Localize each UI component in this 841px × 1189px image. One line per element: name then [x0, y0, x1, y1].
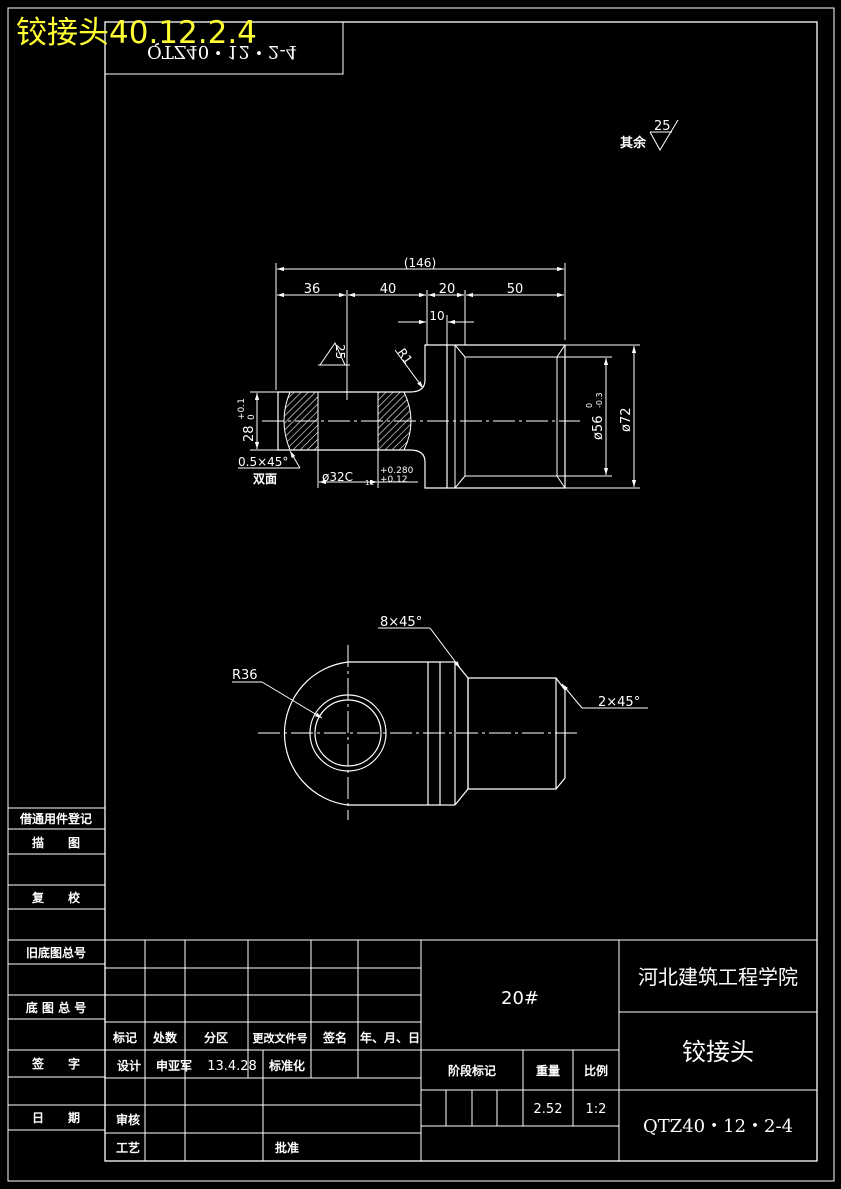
chamfer-05: 0.5×45°: [238, 455, 288, 469]
top-view: [232, 627, 648, 820]
lc-row5: 底 图 总 号: [26, 1000, 87, 1015]
review-label: 审核: [116, 1112, 140, 1127]
rough-25: 25: [333, 344, 347, 359]
chamfer-8: 8×45°: [380, 615, 422, 630]
material: 20#: [501, 988, 539, 1009]
hdr-docno: 更改文件号: [253, 1031, 308, 1045]
scale-label: 比例: [584, 1063, 608, 1078]
lc-row2: 描 图: [32, 835, 80, 850]
hdr-sign: 签名: [322, 1030, 347, 1045]
dim-20: 20: [439, 282, 456, 297]
dia-72: ø72: [619, 408, 634, 433]
weight-label: 重量: [536, 1063, 560, 1078]
roughness-label: 其余: [620, 135, 647, 151]
tol-28-lower: 0: [247, 414, 257, 420]
radius-r1: R1: [395, 346, 416, 367]
process-label: 工艺: [116, 1140, 140, 1155]
design-label: 设计: [117, 1058, 141, 1073]
mirrored-code-box: QTZ40・12・2-4: [104, 21, 344, 75]
tol-28-upper: +0.1: [237, 398, 247, 420]
front-view: [238, 263, 640, 489]
left-column-table: [8, 807, 105, 1131]
lc-row7: 日 期: [32, 1110, 80, 1125]
lc-row4: 旧底图总号: [26, 945, 86, 960]
title-block-labels: 标记 处数 分区 更改文件号 签名 年、月、日 设计 申亚军 13.4.28 标…: [112, 965, 798, 1155]
hdr-mark: 标记: [112, 1030, 137, 1045]
dim-40: 40: [380, 282, 397, 297]
bore-tol-upper: +0.280: [380, 466, 414, 476]
stage-label: 阶段标记: [448, 1063, 496, 1078]
sheet-border: [7, 7, 835, 1182]
chamfer-note: 双面: [253, 472, 277, 486]
left-column-labels: 借通用件登记 描 图 复 校 旧底图总号 底 图 总 号 签 字 日 期: [19, 811, 92, 1125]
part-name: 铰接头: [682, 1038, 754, 1066]
roughness-note: 其余 25: [620, 119, 679, 151]
bore-tol-lower: +0.12: [380, 475, 408, 485]
school-name: 河北建筑工程学院: [638, 965, 798, 989]
dia-56-tol-upper: 0: [585, 403, 594, 408]
dia-56-tol-lower: -0.3: [595, 392, 604, 408]
standard-label: 标准化: [268, 1058, 305, 1073]
radius-r36: R36: [232, 668, 258, 683]
hdr-zone: 分区: [204, 1030, 228, 1045]
bore-dim: ø32C: [322, 470, 353, 484]
bore-fit: 11: [365, 479, 374, 487]
dia-56: ø56: [591, 416, 606, 441]
overlay-title: 铰接头40.12.2.4: [16, 15, 257, 51]
dim-10: 10: [429, 309, 444, 323]
title-block-grid: [105, 939, 817, 1161]
dim-36: 36: [304, 282, 321, 297]
dim-50: 50: [507, 282, 524, 297]
designer-name: 申亚军: [156, 1058, 192, 1073]
dim-total: (146): [404, 256, 436, 270]
scale-value: 1:2: [586, 1102, 607, 1117]
lc-row6: 签 字: [31, 1056, 80, 1071]
design-date: 13.4.28: [207, 1059, 257, 1074]
hdr-count: 处数: [152, 1030, 178, 1045]
front-view-labels: (146) 36 40 20 50 10 R1 25 28 +0.1 0 0.5…: [237, 256, 634, 487]
roughness-value: 25: [654, 119, 671, 134]
lc-row1: 借通用件登记: [19, 811, 92, 826]
weight-value: 2.52: [534, 1102, 563, 1117]
lc-row3: 复 校: [31, 890, 81, 905]
mirrored-code: QTZ40・12・2-4: [147, 41, 297, 62]
top-view-labels: 8×45° R36 2×45°: [232, 615, 640, 710]
approve-label: 批准: [275, 1140, 299, 1155]
chamfer-2: 2×45°: [598, 695, 640, 710]
hdr-date: 年、月、日: [360, 1030, 420, 1045]
dim-28: 28: [242, 425, 257, 442]
drawing-number: QTZ40・12・2-4: [643, 1116, 793, 1137]
